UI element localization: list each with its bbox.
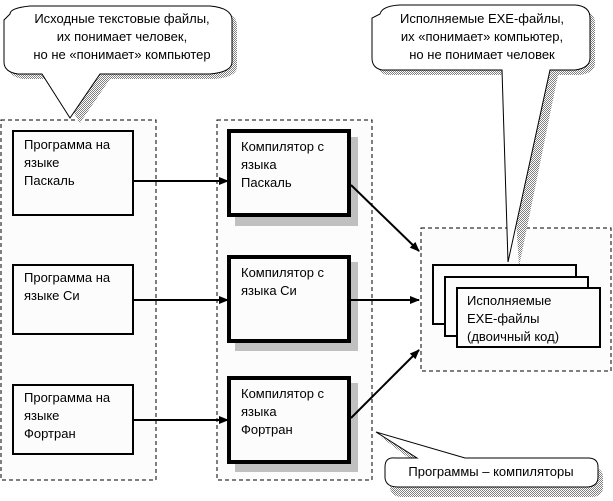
label-line: Компилятор с	[241, 386, 325, 401]
label-line: Программа на	[24, 137, 111, 152]
callout-source-text: Исходные текстовые файлы, их понимает че…	[14, 10, 230, 64]
arrow-fortran-compiler-to-output	[350, 349, 420, 419]
callout-exe-text: Исполняемые EXE-файлы, их «понимает» ком…	[376, 10, 588, 64]
program-label-c: Программа на языке Си	[24, 269, 110, 305]
callout-exe-line: их «понимает» компьютер,	[400, 29, 564, 44]
compiler-box-fortran	[227, 376, 351, 464]
program-box-fortran	[12, 384, 134, 455]
label-line: Программа на	[24, 390, 111, 405]
label-line: языке	[24, 408, 60, 423]
label-line: языка	[241, 157, 277, 172]
compiler-label-c: Компилятор с языка Си	[241, 264, 324, 300]
label-line: Фортран	[24, 426, 76, 441]
callout-source-line: Исходные текстовые файлы,	[34, 11, 210, 26]
arrow-pascal-compiler-to-output	[350, 184, 420, 252]
callout-source-line: но не «понимает» компьютер	[33, 47, 211, 62]
label-line: языка Си	[241, 283, 297, 298]
label-line: языке Си	[24, 288, 80, 303]
output-box-exe	[456, 287, 601, 348]
label-line: EXE-файлы	[467, 311, 540, 326]
label-line: языке	[24, 155, 60, 170]
label-line: (двоичный код)	[467, 329, 560, 344]
callout-exe-line: Исполняемые EXE-файлы,	[399, 11, 565, 26]
label-line: Фортран	[241, 422, 293, 437]
program-box-pascal	[12, 130, 134, 216]
program-label-fortran: Программа на языке Фортран	[24, 389, 110, 443]
label-line: Компилятор с	[241, 139, 325, 154]
label-line: Паскаль	[24, 173, 75, 188]
callout-source-files	[3, 5, 237, 123]
label-line: языка	[241, 404, 277, 419]
program-box-c	[12, 264, 134, 335]
callout-compilers	[375, 431, 603, 497]
callout-compilers-label: Программы – компиляторы	[408, 464, 574, 479]
label-line: Компилятор с	[241, 265, 325, 280]
callout-source-line: их понимает человек,	[56, 29, 188, 44]
output-label: Исполняемые EXE-файлы (двоичный код)	[467, 292, 559, 346]
program-label-pascal: Программа на языке Паскаль	[24, 136, 110, 190]
compiler-label-fortran: Компилятор с языка Фортран	[241, 385, 324, 439]
callout-exe-files	[371, 4, 595, 267]
label-line: Исполняемые	[467, 293, 552, 308]
label-line: Паскаль	[241, 175, 292, 190]
callout-compilers-text: Программы – компиляторы	[386, 463, 596, 481]
label-line: Программа на	[24, 270, 111, 285]
compiler-box-c	[227, 255, 351, 343]
compiler-box-pascal	[227, 129, 351, 217]
compiler-label-pascal: Компилятор с языка Паскаль	[241, 138, 324, 192]
callout-exe-line: но не понимает человек	[409, 47, 555, 62]
